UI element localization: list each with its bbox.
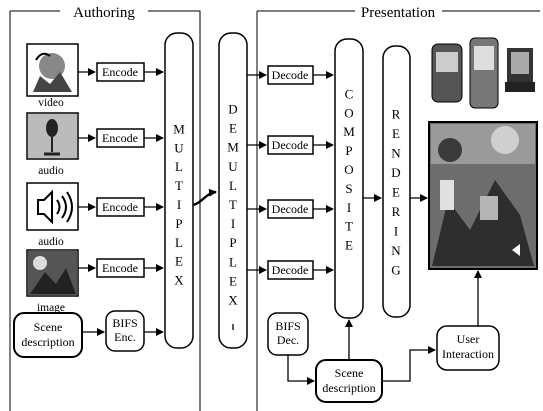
decode-label-3: Decode (272, 202, 309, 216)
image-thumbnail (27, 250, 78, 296)
scene-description-bottom-box: Scene description (316, 360, 382, 402)
decode-label-1: Decode (272, 68, 309, 82)
bifs-dec-box: BIFS Dec. (268, 313, 308, 355)
bifs-dec-line2: Dec. (277, 333, 299, 347)
user-interaction-line1: User (457, 332, 480, 346)
scene-description-line1: Scene (34, 320, 63, 334)
encode-label-1: Encode (102, 65, 138, 79)
rendered-scene-image (429, 122, 537, 269)
decode-boxes: Decode Decode Decode Decode (268, 66, 313, 279)
decode-label-4: Decode (272, 263, 309, 277)
scene-description-box: Scene description (14, 313, 82, 357)
decode-label-2: Decode (272, 138, 309, 152)
scene-description-bottom-line2: description (322, 381, 375, 395)
audio-caption-1: audio (38, 165, 64, 177)
authoring-title: Authoring (73, 5, 135, 21)
microphone-thumbnail (27, 113, 78, 159)
bifs-enc-line2: Enc. (114, 330, 136, 344)
video-caption: video (38, 97, 64, 109)
presentation-title: Presentation (361, 5, 436, 21)
encode-boxes: Encode Encode Encode Encode (97, 63, 144, 277)
bifs-enc-box: BIFS Enc. (106, 311, 144, 351)
user-interaction-line2: Interaction (442, 347, 494, 361)
video-thumbnail (27, 44, 78, 96)
encode-label-4: Encode (102, 261, 138, 275)
encode-label-3: Encode (102, 200, 138, 214)
speaker-icon (27, 183, 78, 230)
bifs-dec-line1: BIFS (275, 319, 300, 333)
scene-description-line2: description (21, 335, 74, 349)
audio-caption-2: audio (38, 236, 64, 248)
bifs-enc-line1: BIFS (112, 316, 137, 330)
scene-description-bottom-line1: Scene (335, 366, 364, 380)
encode-label-2: Encode (102, 131, 138, 145)
user-interaction-box: User Interaction (437, 326, 499, 370)
handheld-devices-image (432, 38, 535, 108)
